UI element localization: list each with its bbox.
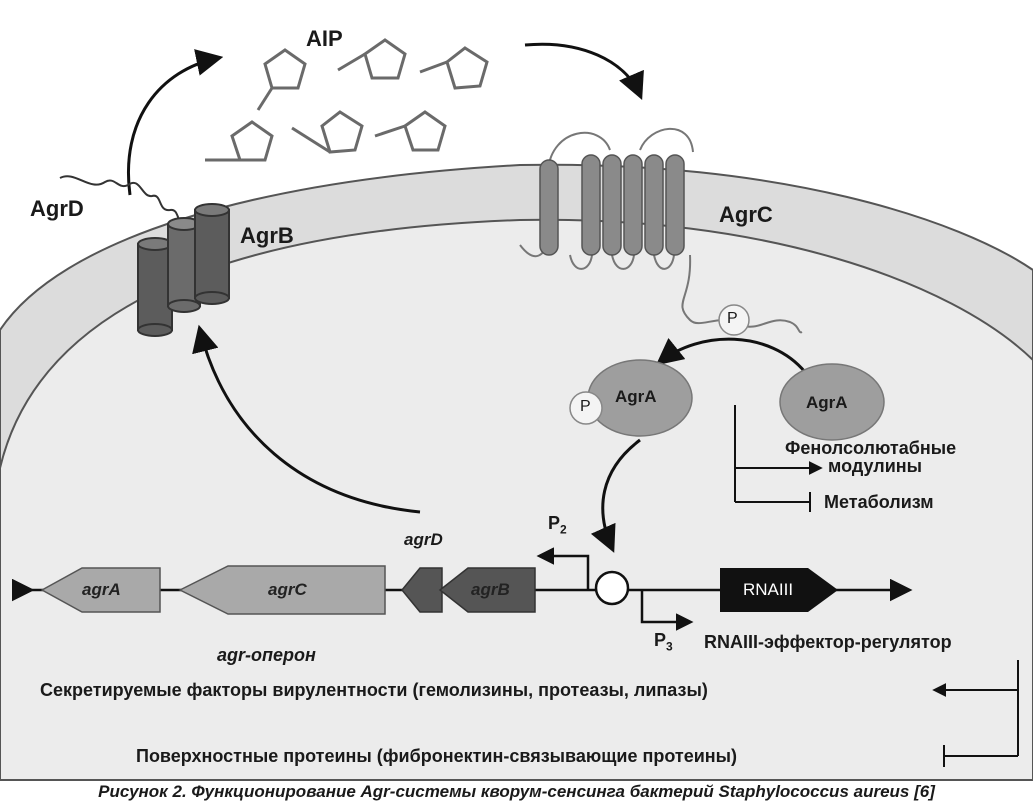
aip-label: AIP [306,26,343,51]
arrow-agrd-to-aip [127,49,224,196]
agra-unphosphorylated [779,363,885,441]
agrc-phosphate [718,304,750,336]
aip-molecule [291,110,364,154]
arrow-phosphorylation [655,337,807,373]
promoter-p3-arrow [640,590,694,631]
aip-molecule [337,38,407,80]
gene-agrB-arrow [438,567,536,613]
secreted-factors-label: Секретируемые факторы вирулентности (гем… [40,680,708,700]
aip-molecule [374,110,447,152]
arrow-operon-to-agrb [192,324,421,514]
gene-agrA-label: agrA [82,580,121,599]
rnaiii-gene [720,568,838,612]
agrd-label: AgrD [30,196,84,221]
rnaiii-gene-label: RNAIII [743,580,794,599]
rnaiii-effector-label: RNAIII-эффектор-регулятор [704,632,952,652]
inhibit-surface [943,745,1018,767]
agrd-peptide [59,175,187,226]
agra-right-label: AgrA [806,393,848,412]
figure-caption: Рисунок 2. Функционирование Agr-системы … [98,782,935,801]
promoter-site [594,570,630,606]
inhibit-metabolism [735,492,811,512]
metabolism-label: Метаболизм [824,492,934,512]
arrow-aip-to-agrc [524,42,644,100]
gene-agrB-label: agrB [471,580,510,599]
cytoplasm [0,218,1033,781]
gene-agrA-arrow [40,567,161,613]
agrc-phosphate-label: P [727,310,738,327]
agrb-label: AgrB [240,223,294,248]
agrc-protein [519,127,803,334]
agrc-label: AgrC [719,202,773,227]
arrow-agra-to-promoter [590,438,641,553]
p3-label: P3 [654,630,673,654]
agra-left-label: AgrA [615,387,657,406]
operon-label: agr-оперон [217,645,316,665]
agra-phosphate [569,391,603,425]
surface-proteins-label: Поверхностные протеины (фибронектин-связ… [136,746,738,766]
gene-agrC-label: agrC [268,580,307,599]
psm-label-line1: Фенолсолютабные [785,438,957,458]
promoter-p2-arrow [536,547,590,590]
aip-molecule [205,120,274,162]
agrb-protein [137,203,230,337]
gene-agrD-label: agrD [404,530,443,549]
gene-agrC-arrow [178,565,386,615]
psm-label-line2: модулины [828,456,922,476]
aip-molecules [205,38,489,162]
aip-molecule [419,46,489,90]
aip-molecule [256,48,307,111]
p2-label: P2 [548,513,567,537]
agra-phosphate-label: P [580,398,591,415]
